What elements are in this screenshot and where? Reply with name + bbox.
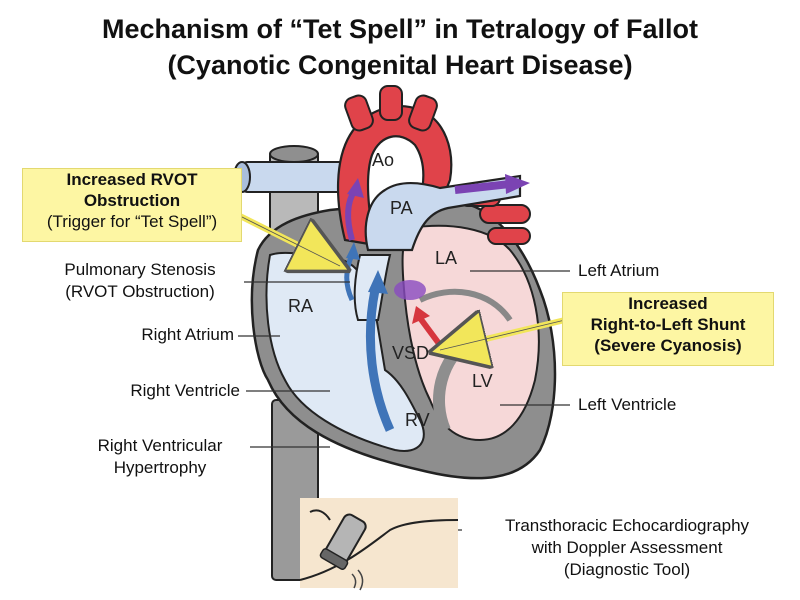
aorta <box>336 105 453 247</box>
left-ventricle-label: Left Ventricle <box>578 395 677 414</box>
aortic-branches <box>344 85 438 132</box>
pulmonary-vein-left <box>239 161 351 193</box>
chest-contour <box>299 519 459 581</box>
pulmonary-stenosis-label: Pulmonary Stenosis (RVOT Obstruction) <box>64 260 216 301</box>
label-ao: Ao <box>372 150 395 170</box>
label-pa: PA <box>390 198 413 218</box>
echo-label: Transthoracic Echocardiography with Dopp… <box>504 516 750 579</box>
flow-arrow-rv-to-pa <box>365 289 395 432</box>
rv-hypertrophy-label: Right Ventricular Hypertrophy <box>97 436 223 477</box>
page-title: Mechanism of “Tet Spell” in Tetralogy of… <box>101 14 699 44</box>
left-atrium-label: Left Atrium <box>578 261 660 280</box>
label-lv: LV <box>472 371 493 391</box>
echo-scene <box>299 498 459 591</box>
svc-opening <box>269 145 319 163</box>
rvot-callout: Increased RVOT Obstruction (Trigger for … <box>22 168 242 242</box>
label-vsd: VSD <box>392 343 430 363</box>
probe-cable <box>309 509 331 521</box>
label-la: LA <box>435 248 458 268</box>
right-ventricle-label: Right Ventricle <box>130 381 240 400</box>
skin-area <box>300 498 458 588</box>
shunt-callout: Increased Right-to-Left Shunt (Severe Cy… <box>562 292 774 366</box>
flow-arrow-pa-out <box>454 180 511 194</box>
label-ra: RA <box>288 296 314 316</box>
shunt-blend <box>394 280 426 300</box>
page-subtitle: (Cyanotic Congenital Heart Disease) <box>167 50 633 80</box>
ultrasound-probe-icon <box>319 513 367 571</box>
label-rv: RV <box>405 410 430 430</box>
right-atrium-label: Right Atrium <box>141 325 234 344</box>
pulmonary-artery <box>364 174 522 252</box>
